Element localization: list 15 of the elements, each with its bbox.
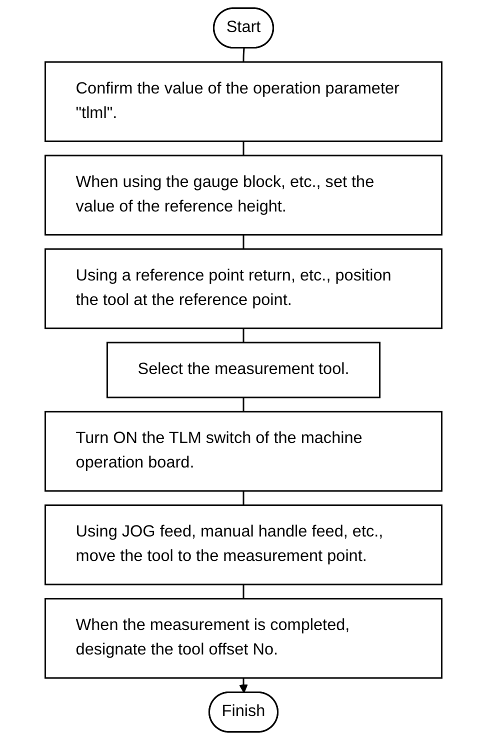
node-box [44,61,442,142]
connector [242,490,244,506]
node-box [44,248,442,330]
node-box [44,410,442,492]
connector [242,397,244,412]
node-box [44,154,442,236]
connector [242,584,244,599]
node-box [106,342,381,398]
node-box [44,598,442,679]
connector [242,141,244,156]
connector [242,48,245,62]
connector [242,328,244,343]
connector [242,234,244,250]
node-box [44,504,442,586]
arrow [239,678,248,694]
